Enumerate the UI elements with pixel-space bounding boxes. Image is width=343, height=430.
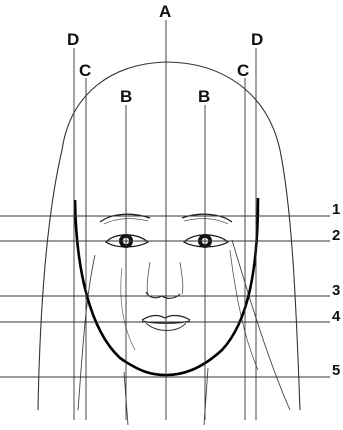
hair-inner-right bbox=[232, 240, 290, 410]
cheek-line-left bbox=[121, 268, 135, 350]
guide-label-3: 3 bbox=[332, 283, 340, 298]
nose-right bbox=[180, 262, 183, 294]
guide-label-4: 4 bbox=[332, 309, 340, 324]
nose-base bbox=[146, 292, 180, 298]
guide-label-B-left: B bbox=[120, 88, 132, 105]
guide-label-C-left: C bbox=[79, 62, 91, 79]
hair-inner-left bbox=[78, 255, 95, 410]
guide-label-C-right: C bbox=[237, 62, 249, 79]
horizontal-guides bbox=[0, 216, 330, 377]
hair-outline-left bbox=[38, 150, 62, 410]
guide-label-A: A bbox=[159, 3, 171, 20]
right-eyebrow bbox=[182, 214, 232, 222]
guide-label-5: 5 bbox=[332, 363, 340, 378]
guide-label-D-right: D bbox=[251, 31, 263, 48]
right-eyebrow-lower bbox=[184, 219, 228, 224]
guide-label-1: 1 bbox=[332, 202, 340, 217]
guide-label-2: 2 bbox=[332, 228, 340, 243]
hair-outline bbox=[62, 62, 300, 410]
left-eyebrow bbox=[100, 214, 150, 222]
guide-label-D-left: D bbox=[67, 31, 79, 48]
nose-left bbox=[147, 262, 150, 294]
guide-label-B-right: B bbox=[198, 88, 210, 105]
jaw-contour bbox=[75, 198, 258, 375]
